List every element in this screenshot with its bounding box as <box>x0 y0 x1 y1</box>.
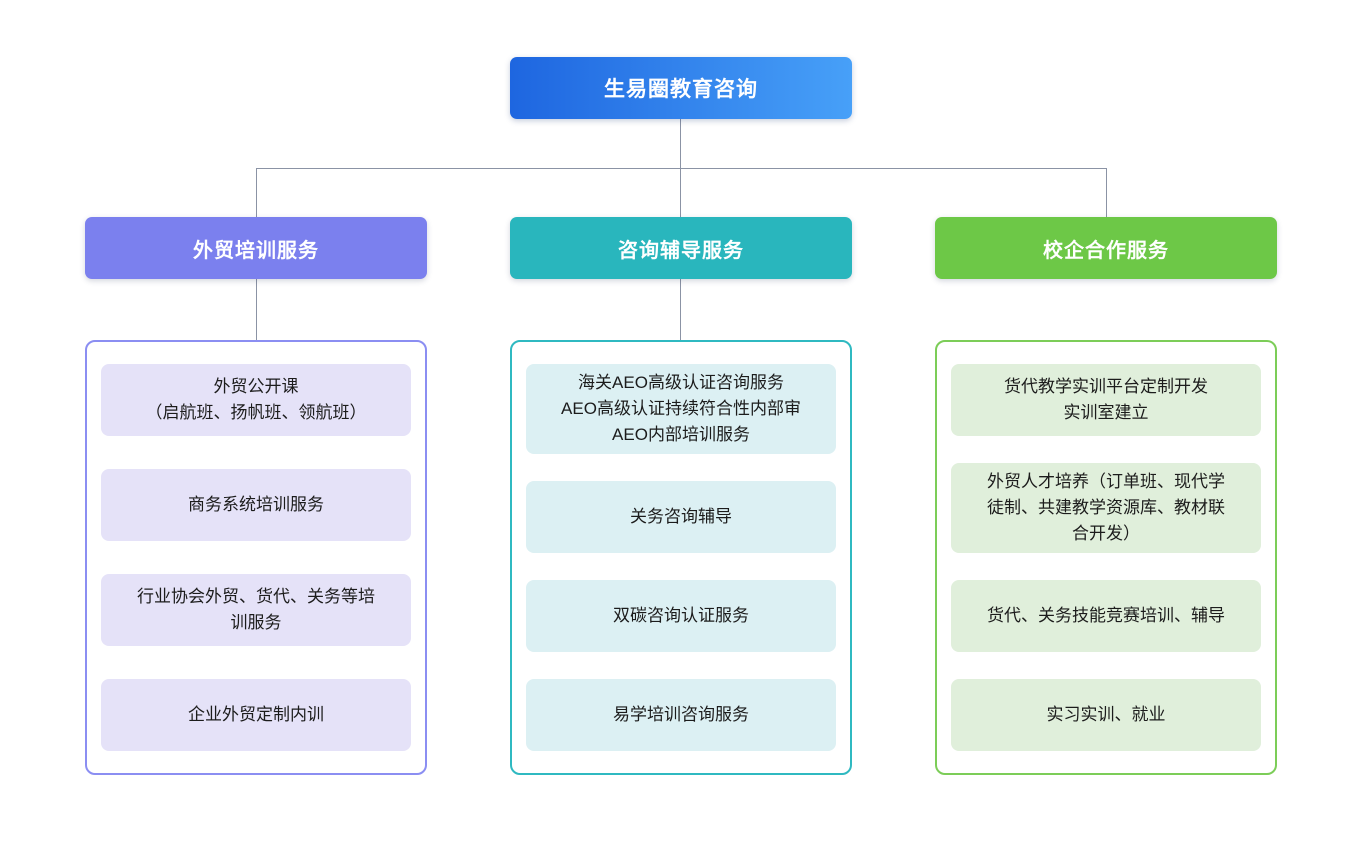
list-item: 商务系统培训服务 <box>101 469 411 541</box>
branch-box-school-enterprise: 货代教学实训平台定制开发 实训室建立 外贸人才培养（订单班、现代学 徒制、共建教… <box>935 340 1277 775</box>
branch-header-school-enterprise: 校企合作服务 <box>935 217 1277 279</box>
list-item: 货代教学实训平台定制开发 实训室建立 <box>951 364 1261 436</box>
list-item: 海关AEO高级认证咨询服务 AEO高级认证持续符合性内部审 AEO内部培训服务 <box>526 364 836 454</box>
connector-branch2-box <box>680 279 681 340</box>
connector-branch2-drop <box>680 168 681 217</box>
branch-header-consulting: 咨询辅导服务 <box>510 217 852 279</box>
list-item: 双碳咨询认证服务 <box>526 580 836 652</box>
connector-branch1-box <box>256 279 257 340</box>
branch-box-trade-training: 外贸公开课 （启航班、扬帆班、领航班） 商务系统培训服务 行业协会外贸、货代、关… <box>85 340 427 775</box>
connector-root-drop <box>680 119 681 169</box>
list-item: 实习实训、就业 <box>951 679 1261 751</box>
connector-branch1-drop <box>256 168 257 217</box>
list-item: 货代、关务技能竞赛培训、辅导 <box>951 580 1261 652</box>
list-item: 外贸人才培养（订单班、现代学 徒制、共建教学资源库、教材联 合开发） <box>951 463 1261 553</box>
connector-branch3-drop <box>1106 168 1107 217</box>
list-item: 关务咨询辅导 <box>526 481 836 553</box>
list-item: 行业协会外贸、货代、关务等培 训服务 <box>101 574 411 646</box>
branch-header-trade-training: 外贸培训服务 <box>85 217 427 279</box>
list-item: 外贸公开课 （启航班、扬帆班、领航班） <box>101 364 411 436</box>
root-node: 生易圈教育咨询 <box>510 57 852 119</box>
branch-box-consulting: 海关AEO高级认证咨询服务 AEO高级认证持续符合性内部审 AEO内部培训服务 … <box>510 340 852 775</box>
connector-horizontal <box>256 168 1107 169</box>
list-item: 易学培训咨询服务 <box>526 679 836 751</box>
list-item: 企业外贸定制内训 <box>101 679 411 751</box>
